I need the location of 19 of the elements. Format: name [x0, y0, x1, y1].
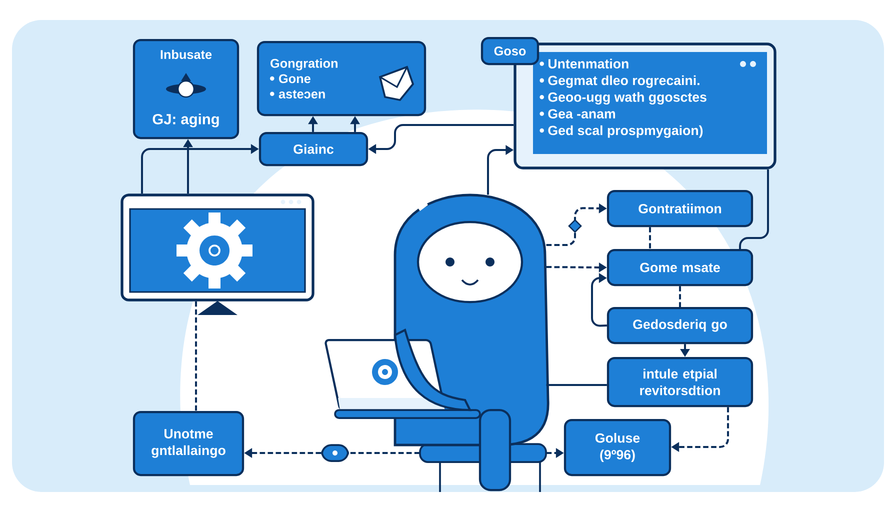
- connector-line: [649, 227, 651, 249]
- person-drawing: [324, 194, 550, 493]
- process-box: Goluse (9º96): [564, 418, 672, 476]
- connector-line: [195, 301, 197, 411]
- connector-pill: [321, 444, 349, 462]
- connector-line: [546, 384, 607, 386]
- tab-label: Goso: [480, 36, 540, 66]
- process-box: Gome msate: [606, 248, 754, 286]
- process-box: Giainc: [258, 132, 368, 166]
- connector-line: [679, 286, 681, 307]
- process-box: intule etpial revitorsdtion: [606, 356, 754, 408]
- process-box: Gedosderiq go: [606, 306, 754, 344]
- list-box: Gongration Gone asteɔen: [256, 40, 426, 116]
- process-box: Unotme gntlallaingo: [132, 410, 244, 476]
- connector-line: [348, 452, 420, 454]
- monitor-drawing: [120, 194, 314, 315]
- connector-line: [739, 169, 769, 249]
- process-box: Gontratiimon: [606, 190, 754, 228]
- info-box: Inbusate GJ: aging: [132, 38, 240, 140]
